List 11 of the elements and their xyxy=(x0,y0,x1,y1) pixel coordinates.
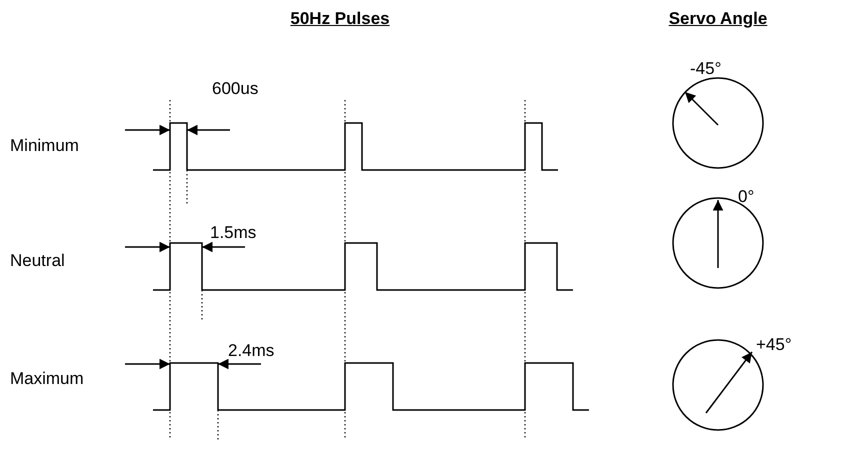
row-label: Maximum xyxy=(10,370,84,387)
row-label: Minimum xyxy=(10,137,79,154)
heading: 50Hz Pulses xyxy=(290,10,390,27)
angle-label: -45° xyxy=(690,60,722,77)
dimension-label: 600us xyxy=(212,80,258,97)
angle-label: +45° xyxy=(756,336,792,353)
angle-label: 0° xyxy=(738,188,754,205)
dimension-label: 1.5ms xyxy=(210,224,256,241)
heading: Servo Angle xyxy=(668,10,768,27)
row-label: Neutral xyxy=(10,252,65,269)
dimension-label: 2.4ms xyxy=(228,342,274,359)
